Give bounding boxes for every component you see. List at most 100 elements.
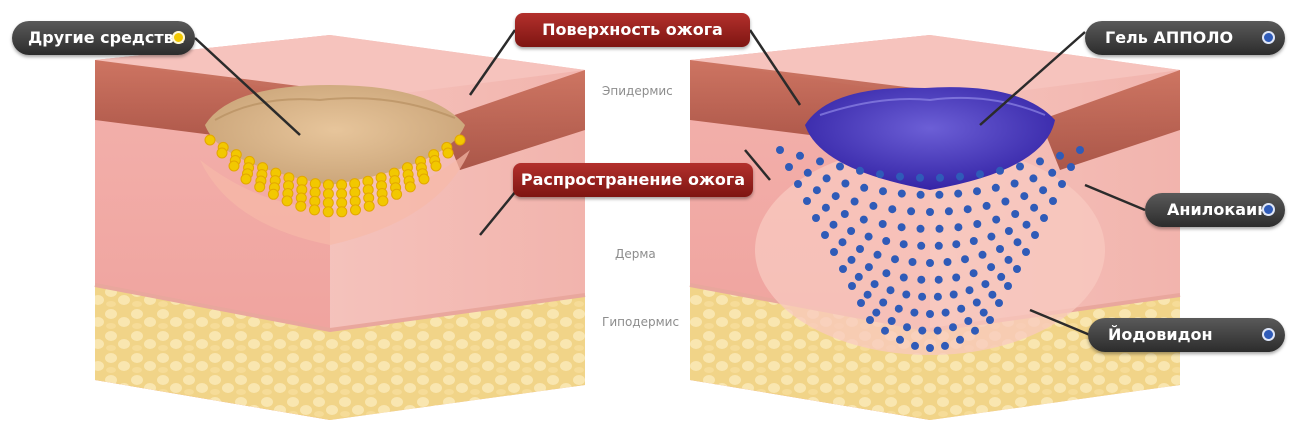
blue-particle [1036,157,1044,165]
yellow-particle [443,148,453,158]
yellow-particle [310,205,320,215]
label-other-means: Другие средства [12,21,195,55]
blue-particle [995,299,1003,307]
blue-particle [954,190,962,198]
blue-particle [935,191,943,199]
blue-particle [841,180,849,188]
blue-particle [957,305,965,313]
blue-particle [903,323,911,331]
blue-particle [874,251,882,259]
blue-particle [1023,221,1031,229]
blue-particle [916,174,924,182]
yellow-particle [351,205,361,215]
blue-particle [910,309,918,317]
blue-particle [942,309,950,317]
label-burn-spread: Распространение ожога [513,163,753,197]
blue-particle [1011,210,1019,218]
blue-particle [860,216,868,224]
blue-particle [1076,146,1084,154]
yellow-particle [378,196,388,206]
blue-particle [879,220,887,228]
blue-particle [869,202,877,210]
yellow-particle [296,201,306,211]
yellow-particle [337,207,347,217]
blue-particle [1030,204,1038,212]
blue-particle [926,310,934,318]
blue-particle [936,174,944,182]
blue-particle [935,276,943,284]
blue-particle [917,191,925,199]
blue-particle [1013,265,1021,273]
blue-particle [900,274,908,282]
blue-particle [1067,163,1075,171]
blue-particle [855,273,863,281]
blue-particle [992,216,1000,224]
blue-particle [898,223,906,231]
yellow-particle [217,148,227,158]
blue-particle [926,344,934,352]
blue-particle [996,167,1004,175]
blue-particle [848,256,856,264]
blue-particle [896,173,904,181]
blue-particle [839,238,847,246]
yellow-particle [364,201,374,211]
blue-particle [887,286,895,294]
blue-particle [830,221,838,229]
label-gel-text: Гель АППОЛО [1105,28,1233,47]
blue-particle [950,291,958,299]
blue-particle [871,280,879,288]
blue-particle [1049,197,1057,205]
blue-particle [1011,180,1019,188]
blue-particle [857,299,865,307]
blue-particle [971,327,979,335]
blue-particle [813,186,821,194]
blue-particle [872,309,880,317]
blue-particle [851,198,859,206]
yellow-particle [323,207,333,217]
blue-particle [949,323,957,331]
blue-particle [941,342,949,350]
blue-particle [907,207,915,215]
blue-particle [996,245,1004,253]
blue-particle [879,187,887,195]
blue-particle [1058,180,1066,188]
blue-particle [865,263,873,271]
blue-particle [836,163,844,171]
blue-particle [964,205,972,213]
blue-particle [997,273,1005,281]
blue-dot-icon [1262,203,1275,216]
blue-particle [891,255,899,263]
left-skin-block [95,35,585,420]
yellow-particle [392,189,402,199]
label-burn-surface: Поверхность ожога [515,13,750,47]
blue-particle [988,291,996,299]
hypodermis-caption: Гиподермис [602,315,679,329]
blue-particle [1039,186,1047,194]
blue-particle [934,293,942,301]
blue-particle [796,152,804,160]
label-iodovidone-text: Йодовидон [1108,325,1213,344]
yellow-particle [229,161,239,171]
blue-particle [1005,256,1013,264]
blue-particle [981,280,989,288]
blue-particle [917,225,925,233]
label-gel: Гель АППОЛО [1085,21,1285,55]
blue-particle [860,184,868,192]
blue-particle [935,242,943,250]
blue-particle [1001,198,1009,206]
blue-particle [821,231,829,239]
blue-particle [1005,227,1013,235]
blue-particle [917,242,925,250]
blue-particle [839,265,847,273]
blue-particle [945,207,953,215]
blue-particle [830,248,838,256]
blue-particle [1056,152,1064,160]
blue-particle [803,197,811,205]
blue-particle [841,210,849,218]
blue-particle [882,237,890,245]
blue-particle [1040,214,1048,222]
blue-particle [776,146,784,154]
yellow-particle [282,196,292,206]
blue-particle [888,205,896,213]
blue-particle [898,190,906,198]
